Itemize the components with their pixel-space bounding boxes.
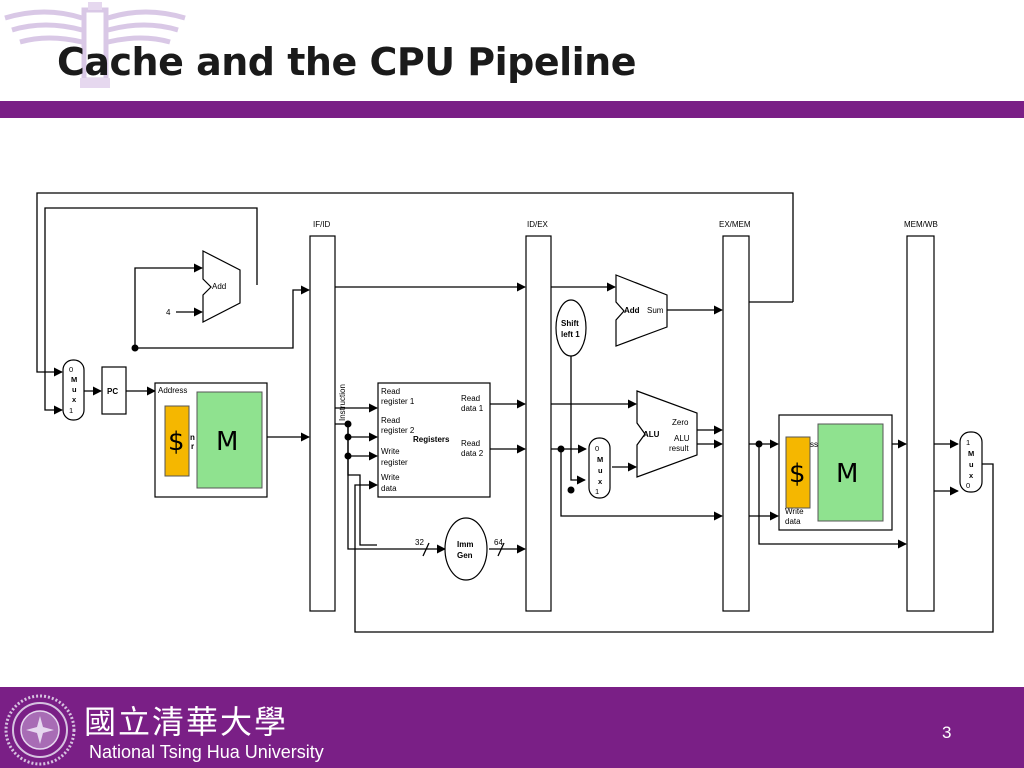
alu-result-label-a: ALU — [674, 434, 690, 443]
wb-mux-letter-x: x — [969, 471, 974, 480]
branch-adder-label: Add — [624, 306, 640, 315]
mem-wb-label: MEM/WB — [904, 220, 938, 229]
wb-mux-letter-m: M — [968, 449, 974, 458]
instr-memory-symbol: M — [216, 427, 238, 457]
mem-wb-register — [906, 235, 935, 612]
instruction-label: Instruction — [338, 384, 347, 421]
ex-mem-label: EX/MEM — [719, 220, 751, 229]
title-underline-bar — [0, 101, 1024, 118]
pc-mux-letter-u: u — [72, 385, 77, 394]
alu-zero-label: Zero — [672, 418, 689, 427]
instr-mem-partial-label-1: n — [190, 433, 195, 442]
read-register-1-label-a: Read — [381, 387, 400, 396]
if-id-label: IF/ID — [313, 220, 331, 229]
wires — [36, 192, 994, 633]
university-name-english: National Tsing Hua University — [89, 742, 324, 762]
university-logo — [4, 2, 186, 88]
wb-mux-input-1: 1 — [966, 438, 970, 447]
footer-bar — [0, 687, 1024, 768]
alu — [636, 390, 698, 478]
imm-gen-label-a: Imm — [457, 540, 473, 549]
write-data-label-a: Write — [381, 473, 400, 482]
instr-cache-symbol: $ — [168, 427, 185, 457]
ex-mem-register — [722, 235, 750, 612]
data-cache-symbol: $ — [789, 459, 806, 489]
constant-four: 4 — [166, 308, 171, 317]
wire-junctions — [131, 344, 763, 494]
alu-mux — [588, 437, 611, 499]
imm-gen — [444, 517, 488, 581]
id-ex-register — [525, 235, 552, 612]
alu-mux-input-0: 0 — [595, 444, 599, 453]
data-mem-write-label-a: Write — [785, 507, 804, 516]
pc-mux — [62, 359, 85, 421]
slide-title: Cache and the CPU Pipeline — [57, 40, 637, 84]
university-seal-icon — [4, 694, 76, 766]
shift-left-label-a: Shift — [561, 319, 579, 328]
wb-mux-letter-u: u — [969, 460, 974, 469]
data-memory-block — [817, 423, 884, 522]
pc-adder-label: Add — [212, 282, 226, 291]
instr-cache-block — [164, 405, 190, 477]
shift-left-unit — [555, 299, 587, 357]
write-data-label-b: data — [381, 484, 397, 493]
bus-width-32: 32 — [415, 538, 424, 547]
read-data-2-label-a: Read — [461, 439, 480, 448]
pc-mux-input-0: 0 — [69, 365, 73, 374]
instr-mem-partial-label-2: r — [191, 442, 194, 451]
alu-mux-input-1: 1 — [595, 487, 599, 496]
read-register-2-label-b: register 2 — [381, 426, 415, 435]
read-data-1-label-a: Read — [461, 394, 480, 403]
read-data-1-label-b: data 1 — [461, 404, 484, 413]
pipeline-diagram: IF/ID ID/EX EX/MEM MEM/WB Instruction PC… — [36, 192, 994, 633]
university-name-chinese: 國立清華大學 — [84, 703, 289, 741]
alu-mux-letter-x: x — [598, 477, 603, 486]
registers-title: Registers — [413, 435, 450, 444]
instr-memory-block — [196, 391, 263, 489]
imm-gen-label-b: Gen — [457, 551, 473, 560]
read-data-2-label-b: data 2 — [461, 449, 484, 458]
branch-adder-sum: Sum — [647, 306, 664, 315]
bus-width-slashes — [422, 542, 505, 557]
pc-register — [101, 366, 127, 415]
pc-mux-letter-x: x — [72, 395, 77, 404]
data-memory-symbol: M — [836, 459, 858, 489]
alu-mux-letter-u: u — [598, 466, 603, 475]
pc-mux-input-1: 1 — [69, 406, 73, 415]
if-id-register — [309, 235, 336, 612]
alu-label: ALU — [643, 430, 660, 439]
page-number: 3 — [942, 723, 952, 742]
write-register-label-b: register — [381, 458, 408, 467]
bus-width-64: 64 — [494, 538, 503, 547]
branch-adder — [615, 274, 668, 347]
data-mem-write-label-b: data — [785, 517, 801, 526]
alu-mux-letter-m: M — [597, 455, 603, 464]
pc-adder — [202, 250, 241, 323]
write-register-label-a: Write — [381, 447, 400, 456]
read-register-1-label-b: register 1 — [381, 397, 415, 406]
shift-left-label-b: left 1 — [561, 330, 580, 339]
read-register-2-label-a: Read — [381, 416, 400, 425]
wb-mux-input-0: 0 — [966, 481, 970, 490]
pc-label: PC — [107, 387, 118, 396]
alu-result-label-b: result — [669, 444, 689, 453]
data-mem-partial-label: ss — [810, 440, 818, 449]
instr-mem-address-label: Address — [158, 386, 187, 395]
id-ex-label: ID/EX — [527, 220, 549, 229]
data-cache-block — [785, 436, 811, 509]
pc-mux-letter-m: M — [71, 375, 77, 384]
writeback-mux — [959, 431, 983, 493]
register-file — [377, 382, 491, 498]
